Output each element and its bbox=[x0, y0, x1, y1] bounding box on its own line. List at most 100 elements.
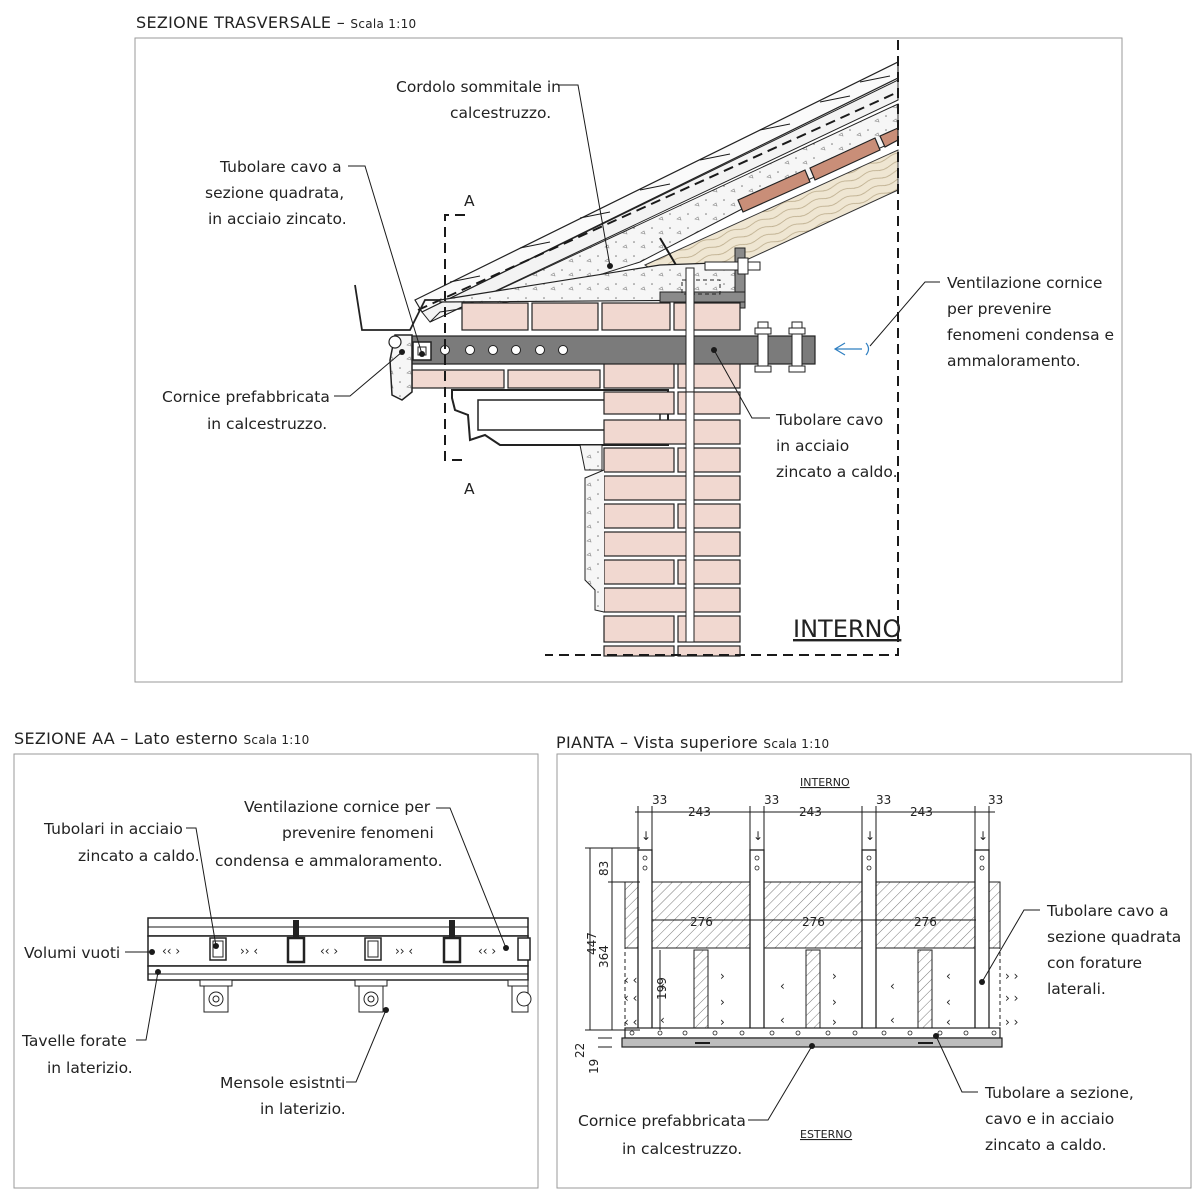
svg-text:Mensole esistnti: Mensole esistnti bbox=[220, 1074, 345, 1092]
pianta-airflow: ‹ ‹‹ ‹‹ ‹ ‹‹ ››› ‹‹ ››› ‹‹ ‹‹‹ › ›› ›› ›… bbox=[624, 829, 1018, 1029]
pianta-dims-left: 83 447 364 199 22 19 bbox=[573, 847, 669, 1074]
interno-label: INTERNO bbox=[793, 615, 901, 643]
svg-text:‹ ‹: ‹ ‹ bbox=[624, 973, 637, 987]
masonry-lower bbox=[603, 391, 741, 657]
svg-text:in acciaio: in acciaio bbox=[776, 437, 849, 455]
svg-text:243: 243 bbox=[910, 805, 933, 819]
aa-bottom-board bbox=[147, 965, 529, 981]
svg-text:33: 33 bbox=[764, 793, 779, 807]
bolts bbox=[754, 321, 806, 373]
pianta-dims-top: 33 243 33 243 33 243 33 bbox=[635, 793, 1003, 850]
svg-text:Tubolare cavo a: Tubolare cavo a bbox=[219, 158, 342, 176]
svg-text:243: 243 bbox=[688, 805, 711, 819]
section-aa: SEZIONE AA – Lato esterno Scala 1:10 ‹‹ … bbox=[13, 729, 539, 1189]
interior-boundary bbox=[545, 40, 899, 656]
pianta-label-tubolare-sezione: Tubolare a sezione, cavo e in acciaio zi… bbox=[933, 1033, 1134, 1154]
svg-text:Tubolare a sezione,: Tubolare a sezione, bbox=[984, 1084, 1134, 1102]
transversal-title: SEZIONE TRASVERSALE – Scala 1:10 bbox=[136, 13, 416, 32]
svg-text:in calcestruzzo.: in calcestruzzo. bbox=[207, 415, 327, 433]
svg-text:‹ ‹: ‹ ‹ bbox=[624, 1015, 637, 1029]
svg-text:con forature: con forature bbox=[1047, 954, 1142, 972]
svg-text:Cordolo sommitale in: Cordolo sommitale in bbox=[396, 78, 561, 96]
pianta-frame bbox=[556, 753, 1192, 1189]
svg-text:‹‹ ›: ‹‹ › bbox=[320, 944, 338, 958]
svg-text:‹: ‹ bbox=[890, 979, 895, 993]
pianta-label-cornice: Cornice prefabbricata in calcestruzzo. bbox=[578, 1043, 815, 1158]
svg-text:83: 83 bbox=[597, 861, 611, 876]
label-ventilazione: Ventilazione cornice per prevenire fenom… bbox=[869, 274, 1114, 370]
pianta-bottom-tube bbox=[624, 1027, 1001, 1039]
section-mark-top: A bbox=[464, 192, 475, 210]
svg-text:‹: ‹ bbox=[946, 969, 951, 983]
roof-tile-steps bbox=[449, 75, 891, 283]
aa-corbels bbox=[199, 979, 532, 1013]
transversal-frame bbox=[134, 37, 1123, 683]
svg-text:›: › bbox=[832, 969, 837, 983]
svg-text:Cornice prefabbricata: Cornice prefabbricata bbox=[578, 1112, 746, 1130]
aa-airflow-arrows: ‹‹ › ›› ‹ ‹‹ › ›› ‹ ‹‹ › bbox=[162, 944, 496, 958]
svg-text:‹: ‹ bbox=[660, 1013, 665, 1027]
svg-text:243: 243 bbox=[799, 805, 822, 819]
svg-text:›: › bbox=[832, 995, 837, 1009]
aa-tubes bbox=[209, 937, 531, 961]
svg-text:↓: ↓ bbox=[641, 829, 651, 843]
svg-text:‹: ‹ bbox=[946, 995, 951, 1009]
pianta-hatched-band bbox=[624, 881, 1001, 949]
svg-text:cavo e in acciaio: cavo e in acciaio bbox=[985, 1110, 1114, 1128]
aa-label-tavelle: Tavelle forate in laterizio. bbox=[21, 969, 161, 1077]
svg-text:in laterizio.: in laterizio. bbox=[260, 1100, 346, 1118]
precast-cornice bbox=[389, 334, 413, 401]
svg-text:per prevenire: per prevenire bbox=[947, 300, 1052, 318]
svg-text:447: 447 bbox=[585, 932, 599, 955]
svg-text:›› ‹: ›› ‹ bbox=[395, 944, 413, 958]
svg-text:‹‹ ›: ‹‹ › bbox=[478, 944, 496, 958]
label-cornice: Cornice prefabbricata in calcestruzzo. bbox=[162, 349, 405, 433]
svg-text:‹‹ ›: ‹‹ › bbox=[162, 944, 180, 958]
svg-text:› ›: › › bbox=[1005, 991, 1018, 1005]
tube-holes bbox=[440, 345, 568, 355]
svg-text:calcestruzzo.: calcestruzzo. bbox=[450, 104, 551, 122]
pianta-hidden-lines bbox=[624, 882, 1001, 1030]
svg-text:›: › bbox=[720, 1015, 725, 1029]
ventilation-arrow bbox=[833, 342, 870, 356]
aa-title: SEZIONE AA – Lato esterno Scala 1:10 bbox=[14, 729, 310, 748]
aa-label-tubolari: Tubolari in acciaio zincato a caldo. bbox=[43, 820, 219, 949]
svg-text:Volumi vuoti: Volumi vuoti bbox=[24, 944, 120, 962]
svg-text:in calcestruzzo.: in calcestruzzo. bbox=[622, 1140, 742, 1158]
aa-label-volumi: Volumi vuoti bbox=[24, 944, 155, 962]
svg-text:› ›: › › bbox=[1005, 1015, 1018, 1029]
svg-text:sezione quadrata: sezione quadrata bbox=[1047, 928, 1181, 946]
label-tubolare-caldo: Tubolare cavo in acciaio zincato a caldo… bbox=[713, 349, 898, 481]
svg-text:Tavelle forate: Tavelle forate bbox=[21, 1032, 127, 1050]
svg-text:22: 22 bbox=[573, 1043, 587, 1058]
svg-text:›: › bbox=[720, 969, 725, 983]
svg-text:›: › bbox=[720, 995, 725, 1009]
svg-text:‹: ‹ bbox=[890, 1013, 895, 1027]
svg-text:‹: ‹ bbox=[660, 979, 665, 993]
svg-text:Tubolare cavo: Tubolare cavo bbox=[775, 411, 883, 429]
label-cordolo: Cordolo sommitale in calcestruzzo. bbox=[396, 78, 613, 269]
svg-text:33: 33 bbox=[652, 793, 667, 807]
svg-text:↓: ↓ bbox=[865, 829, 875, 843]
pianta-tubes bbox=[637, 849, 990, 1031]
svg-text:in laterizio.: in laterizio. bbox=[47, 1059, 133, 1077]
masonry-upper bbox=[411, 302, 741, 389]
svg-text:33: 33 bbox=[876, 793, 891, 807]
svg-text:364: 364 bbox=[597, 945, 611, 968]
aa-frame bbox=[13, 753, 539, 1189]
pianta-bottom-dots bbox=[629, 1030, 997, 1036]
svg-text:condensa e ammaloramento.: condensa e ammaloramento. bbox=[215, 852, 443, 870]
svg-text:199: 199 bbox=[655, 977, 669, 1000]
gutter bbox=[354, 284, 440, 331]
pianta-interno: INTERNO bbox=[800, 776, 850, 789]
wall-profile bbox=[584, 469, 605, 613]
svg-text:sezione quadrata,: sezione quadrata, bbox=[205, 184, 344, 202]
svg-text:zincato a caldo.: zincato a caldo. bbox=[985, 1136, 1107, 1154]
svg-text:fenomeni condensa e: fenomeni condensa e bbox=[947, 326, 1114, 344]
svg-text:zincato a caldo.: zincato a caldo. bbox=[776, 463, 898, 481]
section-mark-bottom: A bbox=[464, 480, 475, 498]
svg-text:prevenire fenomeni: prevenire fenomeni bbox=[282, 824, 434, 842]
aa-label-ventilazione: Ventilazione cornice per prevenire fenom… bbox=[215, 798, 509, 951]
svg-text:zincato a caldo.: zincato a caldo. bbox=[78, 847, 200, 865]
